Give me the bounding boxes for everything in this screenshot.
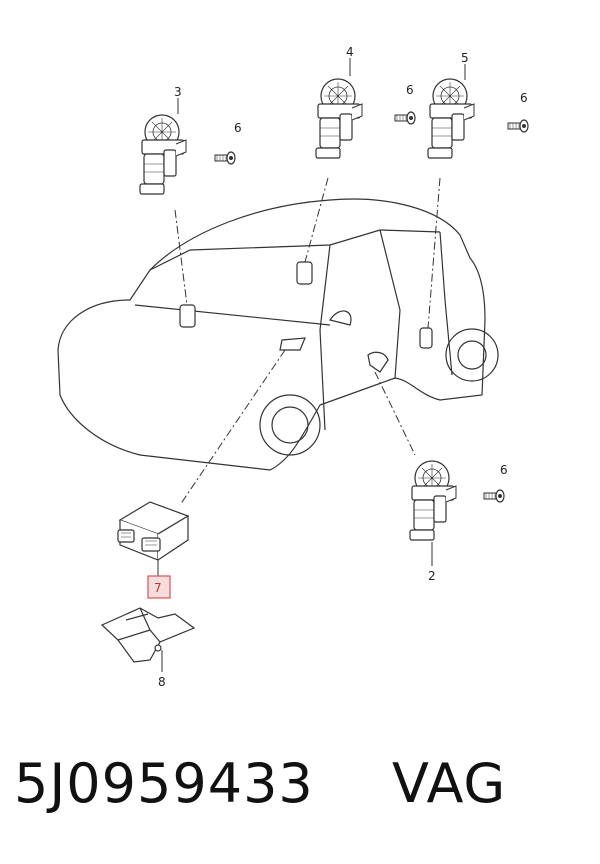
control-unit [117, 501, 190, 561]
callout-4: 4 [346, 45, 354, 59]
window-motor-4 [315, 78, 363, 159]
callout-6-a: 6 [234, 121, 242, 135]
car-outline [57, 198, 499, 471]
screw-6-c [507, 119, 529, 133]
brand-name: VAG [391, 752, 507, 815]
parts-diagram: 3 6 4 6 5 6 2 6 7 8 [57, 45, 529, 689]
window-motor-2 [409, 460, 457, 541]
screw-6-a [214, 151, 236, 165]
callout-8: 8 [158, 675, 166, 689]
screw-6-d [483, 489, 505, 503]
leader-lines [174, 177, 441, 506]
callout-7-highlight [147, 575, 171, 599]
callout-7: 7 [154, 581, 162, 595]
window-motor-5 [427, 78, 475, 159]
screw-6-b [394, 111, 416, 125]
window-motor-3 [139, 114, 187, 195]
part-number: 5J0959433 [14, 752, 314, 815]
door-markers [179, 261, 433, 373]
caption: 5J0959433 VAG [14, 752, 586, 815]
callout-6-b: 6 [406, 83, 414, 97]
callout-6-d: 6 [500, 463, 508, 477]
callout-6-c: 6 [520, 91, 528, 105]
mounting-bracket [100, 607, 196, 663]
callout-5: 5 [461, 51, 469, 65]
callout-3: 3 [174, 85, 182, 99]
callout-2: 2 [428, 569, 436, 583]
